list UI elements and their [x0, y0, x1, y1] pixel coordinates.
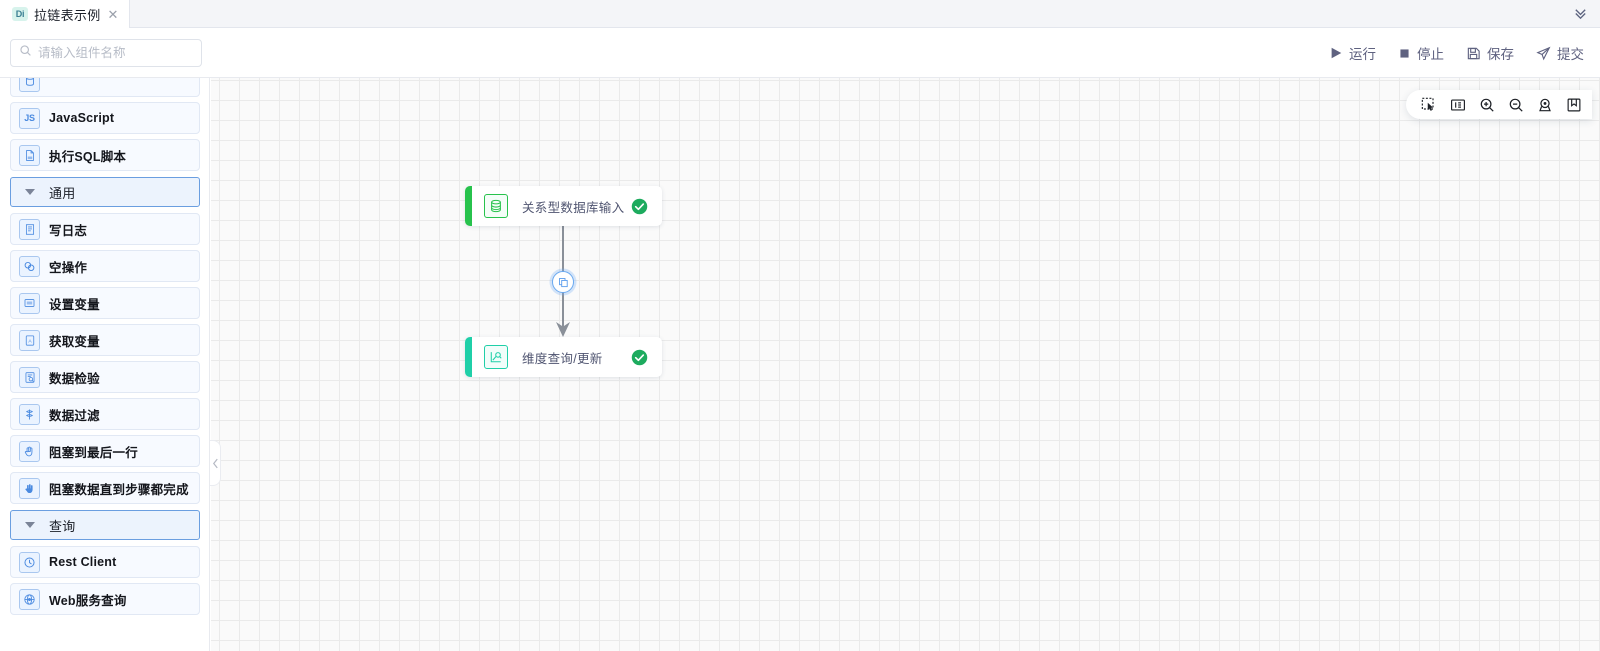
data-filter-icon — [19, 403, 40, 425]
save-label: 保存 — [1487, 47, 1514, 62]
tab-bar: Di 拉链表示例 ✕ — [0, 0, 1600, 28]
data-validate-icon — [19, 366, 40, 388]
noop-icon — [19, 255, 40, 277]
stop-button[interactable]: 停止 — [1398, 43, 1444, 63]
tab-title: 拉链表示例 — [34, 7, 101, 23]
search-box[interactable] — [10, 39, 202, 67]
caret-down-icon — [25, 189, 35, 195]
double-chevron-down-icon[interactable] — [1560, 0, 1600, 27]
sidebar-item-数据检验[interactable]: 数据检验 — [10, 361, 200, 393]
sidebar-item-label: 空操作 — [49, 260, 88, 275]
set-variable-icon — [19, 292, 40, 314]
search-input[interactable] — [38, 46, 199, 60]
sidebar-item-label: 写日志 — [49, 223, 88, 238]
node-accent-stripe — [465, 337, 472, 377]
sidebar-item-阻塞数据直到步骤都完成[interactable]: 阻塞数据直到步骤都完成 — [10, 472, 200, 504]
sidebar-item-label: Rest Client — [49, 555, 117, 569]
sidebar-item-JavaScript[interactable]: JS JavaScript — [10, 102, 200, 134]
select-box-icon[interactable] — [1420, 96, 1437, 113]
sidebar-item-写日志[interactable]: 写日志 — [10, 213, 200, 245]
sidebar-item-空操作[interactable]: 空操作 — [10, 250, 200, 282]
sidebar-scroll-content: JS JavaScript 执行SQL脚本通用写日志空操作设置变量 A 获取变量数据检验… — [0, 78, 209, 620]
toolbar-actions: 运行 停止 保存 提 — [1329, 28, 1584, 78]
play-icon — [1329, 46, 1343, 60]
run-label: 运行 — [1349, 47, 1376, 62]
component-sidebar[interactable]: JS JavaScript 执行SQL脚本通用写日志空操作设置变量 A 获取变量数据检验… — [0, 78, 210, 651]
sidebar-item-设置变量[interactable]: 设置变量 — [10, 287, 200, 319]
sidebar-item-执行SQL脚本[interactable]: 执行SQL脚本 — [10, 139, 200, 171]
svg-text:A: A — [28, 338, 32, 344]
sidebar-item-获取变量[interactable]: A 获取变量 — [10, 324, 200, 356]
block-until-done-icon — [19, 477, 40, 499]
database-icon — [484, 194, 508, 218]
sidebar-item-label: 阻塞到最后一行 — [49, 445, 138, 460]
canvas-toolbar — [1406, 90, 1592, 119]
zoom-out-icon[interactable] — [1507, 96, 1524, 113]
node-rdb-input[interactable]: 关系型数据库输入 — [465, 186, 662, 226]
save-button[interactable]: 保存 — [1466, 43, 1514, 63]
check-circle-icon — [631, 349, 648, 366]
sidebar-item-clipped[interactable] — [10, 78, 200, 97]
sidebar-item-label: JavaScript — [49, 111, 115, 125]
rest-client-icon — [19, 551, 40, 573]
search-icon — [19, 44, 32, 62]
js-icon: JS — [19, 107, 40, 129]
tab-bar-spacer — [130, 0, 1560, 27]
node-label: 关系型数据库输入 — [522, 200, 625, 215]
sql-file-icon — [19, 144, 40, 166]
sidebar-item-label: 获取变量 — [49, 334, 100, 349]
locate-icon[interactable] — [1536, 96, 1553, 113]
log-icon — [19, 218, 40, 240]
sidebar-item-label: Web服务查询 — [49, 593, 127, 608]
sidebar-item-数据过滤[interactable]: 数据过滤 — [10, 398, 200, 430]
edge-layer — [556, 226, 570, 337]
sidebar-item-阻塞到最后一行[interactable]: 阻塞到最后一行 — [10, 435, 200, 467]
send-icon — [1536, 46, 1551, 61]
save-icon — [1466, 46, 1481, 61]
stop-icon — [1398, 47, 1411, 60]
run-button[interactable]: 运行 — [1329, 43, 1376, 63]
fit-view-icon[interactable] — [1449, 96, 1466, 113]
block-last-row-icon — [19, 440, 40, 462]
sidebar-collapse-handle[interactable] — [210, 440, 221, 486]
node-dim-lookup[interactable]: 维度查询/更新 — [465, 337, 662, 377]
zoom-in-icon[interactable] — [1478, 96, 1495, 113]
sidebar-item-Web服务查询[interactable]: Web服务查询 — [10, 583, 200, 615]
close-icon[interactable]: ✕ — [107, 6, 119, 22]
clipped-item-icon — [19, 78, 40, 92]
top-toolbar: 运行 停止 保存 提 — [0, 28, 1600, 78]
sidebar-category-label: 通用 — [49, 185, 76, 201]
sidebar-category-label: 查询 — [49, 518, 76, 534]
sidebar-item-label: 数据检验 — [49, 371, 100, 386]
sidebar-item-label: 设置变量 — [49, 297, 100, 312]
sidebar-item-label: 数据过滤 — [49, 408, 100, 423]
sidebar-item-Rest Client[interactable]: Rest Client — [10, 546, 200, 578]
flow-canvas[interactable]: 关系型数据库输入 维度查询/更新 — [211, 78, 1600, 651]
bookmark-icon[interactable] — [1565, 96, 1582, 113]
sidebar-category-通用[interactable]: 通用 — [10, 177, 200, 207]
dimension-lookup-icon — [484, 345, 508, 369]
tab-zipper-example[interactable]: Di 拉链表示例 ✕ — [0, 0, 131, 28]
submit-button[interactable]: 提交 — [1536, 43, 1584, 63]
caret-down-icon — [25, 522, 35, 528]
get-variable-icon: A — [19, 329, 40, 351]
sidebar-item-label: 执行SQL脚本 — [49, 149, 127, 164]
tab-type-badge: Di — [12, 7, 28, 21]
node-accent-stripe — [465, 186, 472, 226]
submit-label: 提交 — [1557, 47, 1584, 62]
sidebar-item-label: 阻塞数据直到步骤都完成 — [49, 482, 189, 497]
sidebar-category-查询[interactable]: 查询 — [10, 510, 200, 540]
stop-label: 停止 — [1417, 47, 1444, 62]
web-service-icon — [19, 588, 40, 610]
node-label: 维度查询/更新 — [522, 351, 603, 366]
edge-copy-button[interactable] — [552, 271, 574, 293]
check-circle-icon — [631, 198, 648, 215]
